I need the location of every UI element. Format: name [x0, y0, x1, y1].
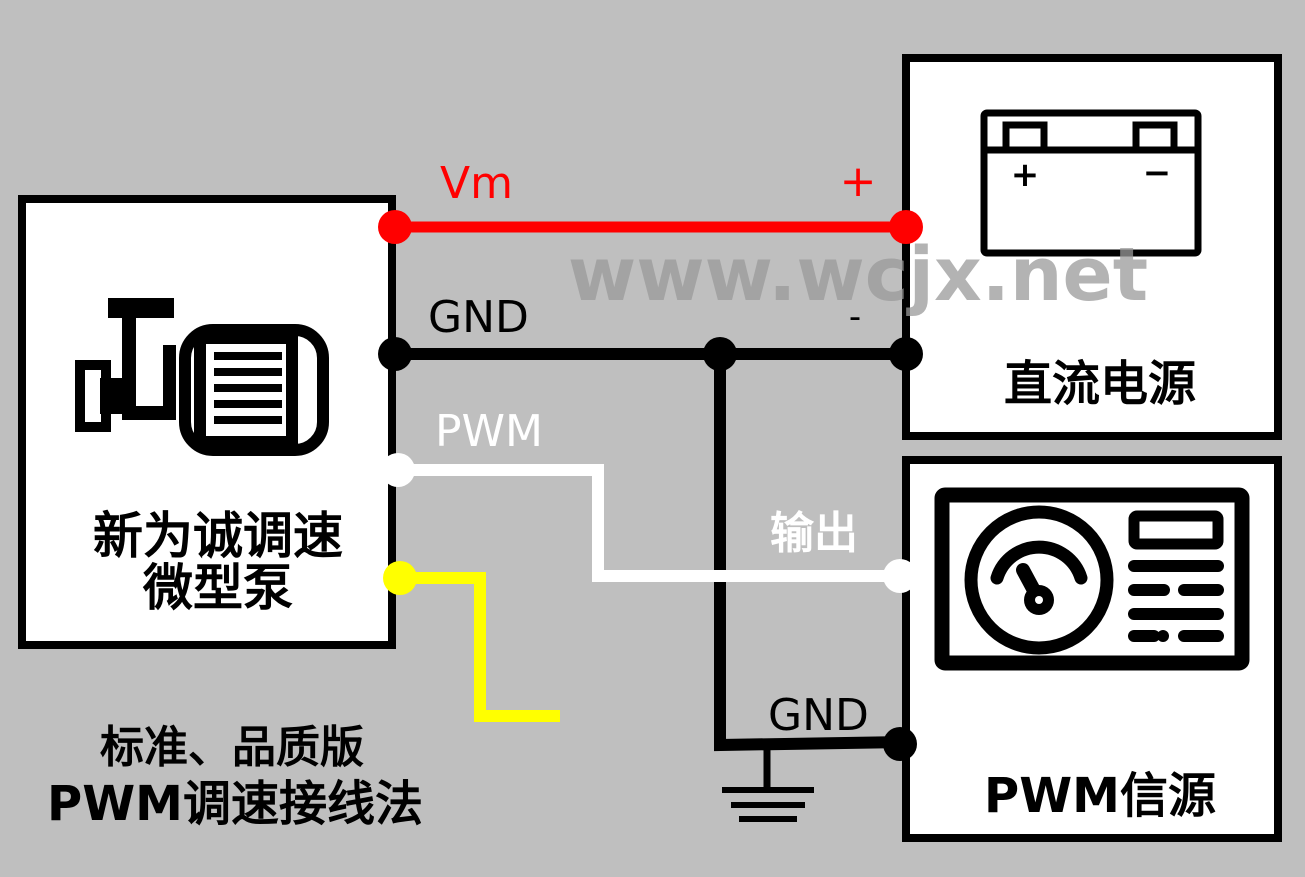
battery-minus-sign: − — [1143, 153, 1172, 193]
unused-wire-line — [400, 572, 560, 722]
dc-supply-box: + − 直流电源 — [902, 54, 1282, 440]
caption-line1: 标准、品质版 — [100, 722, 364, 773]
unused-wire — [383, 561, 560, 722]
pwm-controller-icon — [934, 487, 1250, 671]
vm-terminal-supply — [889, 210, 923, 244]
dc-supply-frame — [902, 54, 1282, 440]
gnd-wire-branch — [714, 354, 907, 752]
pump-motor-icon — [75, 298, 329, 456]
battery-icon: + − — [980, 109, 1202, 257]
ground-icon — [722, 745, 814, 822]
dc-supply-title: 直流电源 — [1004, 356, 1196, 412]
pump-box: 新为诚调速 微型泵 — [18, 195, 396, 649]
vm-terminal-pump — [378, 210, 412, 244]
pwm-label: PWM — [435, 406, 543, 457]
gnd-wire: GND - GND — [378, 292, 923, 761]
pwm-wire-line — [398, 464, 900, 582]
vm-label: Vm — [440, 158, 513, 209]
pwm-source-box: PWM信源 — [902, 456, 1282, 842]
vm-wire: Vm + — [378, 156, 923, 244]
output-label: 输出 — [770, 508, 858, 559]
caption-line2: PWM调速接线法 — [47, 776, 423, 832]
gnd-terminal-supply — [889, 337, 923, 371]
gnd-terminal-pump — [378, 337, 412, 371]
watermark: www.wcjx.net — [568, 232, 1148, 318]
pwm-wire: PWM 输出 — [381, 406, 917, 593]
gnd-terminal-pwm — [883, 727, 917, 761]
gnd-junction — [703, 337, 737, 371]
vm-plus-label: + — [840, 156, 877, 207]
pwm-source-title: PWM信源 — [984, 768, 1216, 824]
unused-terminal-pump — [383, 561, 417, 595]
gnd-minus-label: - — [849, 297, 861, 337]
battery-plus-sign: + — [1011, 155, 1040, 195]
pwm-terminal-pump — [381, 453, 415, 487]
pump-title-line2: 微型泵 — [142, 559, 293, 617]
pwm-gnd-label: GND — [768, 690, 869, 741]
pump-title-line1: 新为诚调速 — [93, 507, 343, 565]
gnd-label: GND — [428, 292, 529, 343]
pwm-terminal-source — [883, 559, 917, 593]
